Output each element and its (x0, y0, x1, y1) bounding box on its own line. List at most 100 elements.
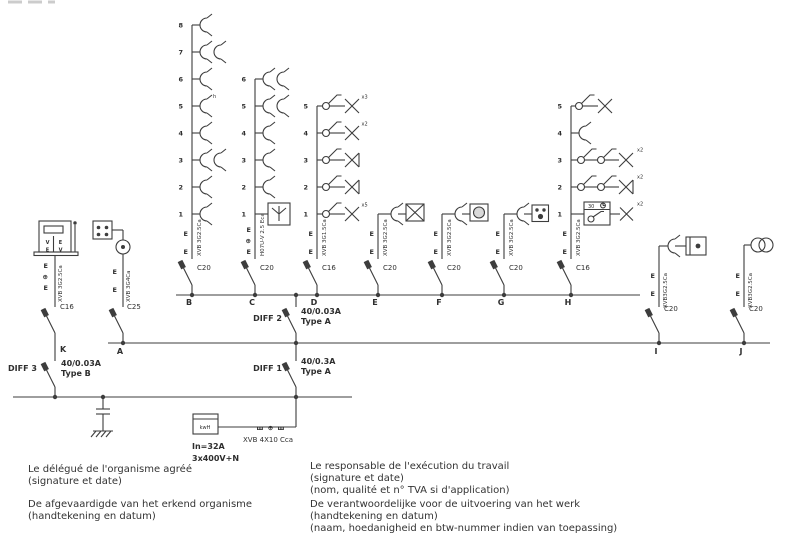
cable-mark: E (496, 230, 500, 238)
meter-voltage: 3x400V+N (192, 454, 239, 462)
pump-motor-icon (112, 229, 131, 255)
circuit-K: K C16 XVB 3G2.5Ca E ⊕ E V E E V (33, 220, 79, 354)
diff2-name: DIFF 2 (253, 314, 282, 323)
point-number: 3 (178, 157, 183, 165)
cable-mark: E (184, 230, 188, 238)
circuit-i-breaker: C20 (664, 305, 678, 313)
timer-switch-icon: 30 (571, 201, 634, 226)
signature-block-left: Le délégué de l'organisme agréé (signatu… (28, 464, 252, 534)
diff3-rating: 40/0.03A (61, 359, 102, 368)
point-number: 2 (303, 184, 308, 192)
circuit-B: B C20 XVB 3G2.5Ca E E 1 2 3 4 5 6 7 8 h (177, 13, 227, 307)
ev-letter: E (46, 248, 50, 254)
cable-mark: E (496, 248, 500, 256)
circuit-E: E C20 XVB 3G2.5Ca E E (363, 202, 425, 307)
supply-meter: kwH In=32A 3x400V+N ш ⊕ ш XVB 4X10 Cca (192, 397, 297, 462)
cable-mark: E (309, 230, 313, 238)
diff3-type: Type B (61, 369, 91, 378)
point-number: 3 (303, 157, 308, 165)
appliance-icon (659, 234, 707, 258)
sig-line: (nom, qualité et n° TVA si d'application… (310, 485, 510, 496)
point-number: 1 (303, 211, 308, 219)
circuit-h-label: H (565, 298, 572, 307)
socket-outlet-icon (571, 121, 592, 145)
circuit-a-cable: XVB 3G4Ca (126, 270, 132, 302)
circuit-j-breaker: C20 (749, 305, 763, 313)
two-way-switch-icon (571, 148, 634, 168)
circuit-f-label: F (436, 298, 441, 307)
circuit-f-cable: XVB 3G2.5Ca (447, 219, 453, 256)
point-number: 4 (241, 130, 246, 138)
meter-rating: In=32A (192, 442, 226, 451)
circuit-G: G C20 XVB 3G2.5Ca E E (489, 202, 550, 307)
point-number: 4 (557, 130, 562, 138)
sig-line: Le délégué de l'organisme agréé (28, 464, 192, 475)
circuit-b-label: B (186, 298, 192, 307)
circuit-H: H C16 XVB 3G2.5Ca E E 1 2 3 4 5 30 x2 (556, 94, 643, 307)
circuit-b-cable: XVB 3G2.5Ca (197, 219, 203, 256)
light-switch-icon (317, 94, 360, 114)
point-number: 5 (557, 103, 562, 111)
circuit-g-cable: XVB 3G2.5Ca (509, 219, 515, 256)
point-number: 6 (178, 76, 183, 84)
cable-mark: ш (257, 424, 264, 432)
sig-line: De afgevaardigde van het erkend organism… (28, 499, 253, 510)
circuit-c-breaker: C20 (260, 264, 274, 272)
circuit-h-cable: XVB 3G2.5Ca (576, 219, 582, 256)
cable-mark: E (434, 230, 438, 238)
signature-block-right: Le responsable de l'exécution du travail… (310, 461, 617, 546)
lamp-count: x5 (362, 203, 368, 209)
cable-mark: E (113, 286, 117, 294)
cable-mark: E (434, 248, 438, 256)
sig-line: (naam, hoedanigheid en btw-nummer indien… (310, 523, 618, 534)
cable-mark: E (651, 290, 655, 298)
cable-mark: E (113, 268, 117, 276)
circuit-e-label: E (372, 298, 377, 307)
transformer-icon (744, 237, 774, 253)
ev-letter: E (59, 240, 63, 246)
diff3-name: DIFF 3 (8, 364, 37, 373)
timer-label: 30 (588, 204, 594, 210)
circuit-k-breaker: C16 (60, 303, 74, 311)
circuit-d-cable: XVB 3G1.5Ca (322, 219, 328, 256)
lamp-count: x2 (637, 202, 643, 208)
point-number: 2 (557, 184, 562, 192)
circuit-A: A C25 XVB 3G4Ca E E (92, 220, 141, 356)
lamp-count: x3 (362, 95, 368, 101)
ev-letter: V (59, 248, 63, 254)
circuit-j-cable: XVB3G2.5Ca (748, 273, 754, 308)
circuit-J: J C20 XVB3G2.5Ca E E (729, 237, 774, 356)
circuit-d-breaker: C16 (322, 264, 336, 272)
diff1-name: DIFF 1 (253, 364, 282, 373)
cable-mark: E (44, 262, 48, 270)
circuit-e-cable: XVB 3G2.5Ca (383, 219, 389, 256)
circuit-F: F C20 XVB 3G2.5Ca E E (427, 202, 489, 307)
sig-line: (signature et date) (310, 473, 404, 484)
cable-mark: E (184, 248, 188, 256)
boiler-icon (504, 202, 550, 226)
sig-line: De verantwoordelijke voor de uitvoering … (310, 499, 581, 510)
circuit-i-label: I (655, 347, 658, 356)
circuit-c-label: C (249, 298, 255, 307)
meter-label: kwH (200, 425, 211, 431)
point-number: 4 (178, 130, 183, 138)
earth-electrode (90, 397, 113, 438)
lamp-count: x2 (637, 175, 643, 181)
circuit-I: I C20 XVB3G2.5Ca E E (644, 234, 707, 356)
point-number: 7 (178, 49, 183, 57)
control-box-icon (92, 220, 113, 240)
cable-mark: ⊕ (246, 237, 251, 245)
diff2-rating: 40/0.03A (301, 307, 342, 316)
circuit-d-label: D (311, 298, 318, 307)
diff-3-switch: DIFF 3 40/0.03A Type B (8, 333, 102, 397)
sig-line: (handtekening en datum) (310, 511, 438, 522)
point-number: 6 (241, 76, 246, 84)
circuit-i-cable: XVB3G2.5Ca (663, 273, 669, 308)
sig-line: (signature et date) (28, 476, 122, 487)
point-number: 2 (178, 184, 183, 192)
cable-mark: E (44, 284, 48, 292)
diff-2-switch: DIFF 2 40/0.03A Type A (253, 295, 342, 343)
circuit-k-label: K (60, 345, 67, 354)
circuit-a-label: A (117, 347, 124, 356)
